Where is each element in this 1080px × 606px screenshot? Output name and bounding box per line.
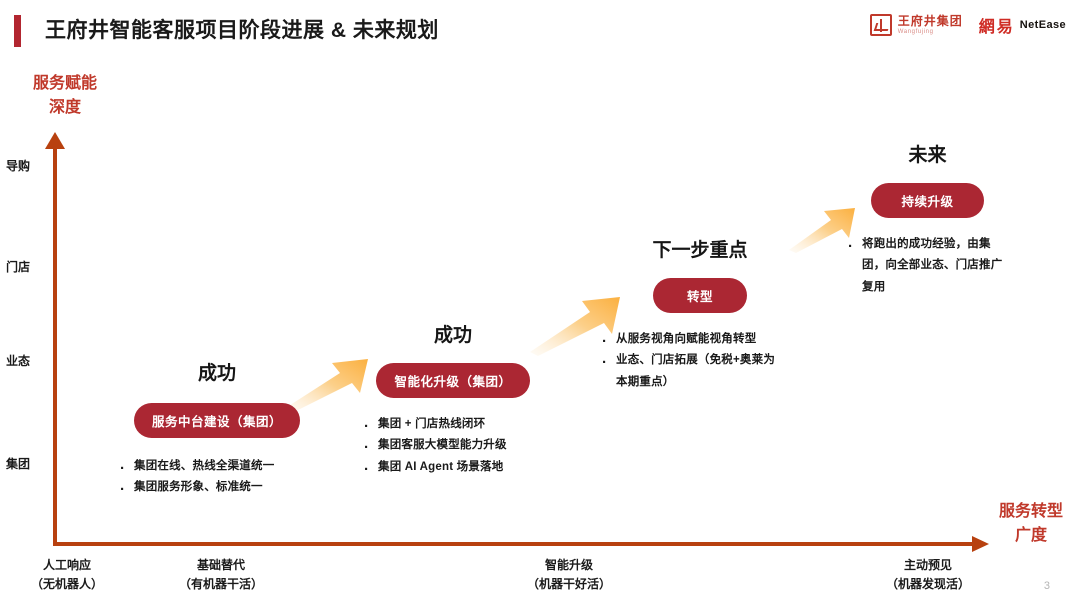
stage-3-bullet-1-cont: 本期重点） — [616, 375, 675, 388]
title-accent-bar — [14, 15, 21, 47]
netease-logo-en: NetEase — [1019, 19, 1066, 31]
arrow-stage1-to-stage2 — [282, 355, 374, 413]
y-tick-jituan: 集团 — [6, 457, 31, 471]
stage-2-bullet-1: 集团客服大模型能力升级 — [362, 434, 548, 462]
stage-1-bullets: 集团在线、热线全渠道统一 集团服务形象、标准统一 — [118, 455, 322, 504]
netease-logo: 網易 NetEase — [979, 13, 1066, 37]
page-title: 王府井智能客服项目阶段进展 & 未来规划 — [45, 19, 439, 42]
x-tick-rengongxiangying: 人工响应 （无机器人） — [0, 556, 152, 593]
stage-2-pill[interactable]: 智能化升级（集团） — [376, 363, 530, 398]
wangfujing-logo-text: 王府井集团 Wangfujing — [898, 15, 963, 35]
x-axis-line — [53, 542, 981, 546]
stage-1: 成功 服务中台建设（集团） 集团在线、热线全渠道统一 集团服务形象、标准统一 — [112, 358, 322, 504]
stage-3-heading: 下一步重点 — [652, 240, 748, 261]
netease-logo-cn: 網易 — [978, 19, 1015, 36]
stage-1-bullet-1: 集团服务形象、标准统一 — [118, 476, 322, 504]
wangfujing-logo: 王府井集团 Wangfujing — [869, 14, 963, 36]
stage-4: 未来 持续升级 将跑出的成功经验，由集 团，向全部业态、门店推广 复用 — [840, 140, 1015, 298]
x-tick-0-line1: 人工响应 — [42, 558, 91, 572]
y-tick-mendian: 门店 — [6, 260, 31, 274]
stage-4-pill-wrap: 持续升级 — [840, 183, 1015, 218]
stage-2-pill-wrap: 智能化升级（集团） — [358, 363, 548, 398]
stage-2-bullet-0: 集团 + 门店热线闭环 — [362, 413, 548, 441]
arrow-stage2-to-stage3 — [528, 292, 628, 356]
stage-2-bullet-2: 集团 AI Agent 场景落地 — [362, 456, 548, 484]
stage-3-pill[interactable]: 转型 — [652, 278, 747, 313]
stage-3-pill-wrap: 转型 — [600, 278, 800, 313]
stage-2-bullets: 集团 + 门店热线闭环 集团客服大模型能力升级 集团 AI Agent 场景落地 — [362, 413, 548, 484]
page-number: 3 — [1043, 580, 1050, 592]
stage-4-bullet-0-cont2: 复用 — [862, 280, 886, 293]
x-axis-title-line1: 服务转型 — [998, 503, 1063, 520]
stage-1-pill-wrap: 服务中台建设（集团） — [112, 403, 322, 438]
stage-3: 下一步重点 转型 从服务视角向赋能视角转型 业态、门店拓展（免税+奥莱为 本期重… — [600, 235, 800, 393]
stage-1-heading: 成功 — [197, 363, 236, 384]
x-axis-title-line2: 广度 — [1014, 527, 1047, 544]
wangfujing-logo-cn: 王府井集团 — [897, 14, 963, 28]
stage-1-bullet-0: 集团在线、热线全渠道统一 — [118, 455, 322, 483]
stage-4-bullet-0-cont1: 团，向全部业态、门店推广 — [862, 259, 1003, 272]
y-tick-daogou: 导购 — [6, 159, 31, 173]
x-tick-zhinengshengji: 智能升级 （机器干好活） — [484, 556, 654, 593]
y-tick-yetai: 业态 — [6, 354, 31, 368]
stage-2-heading: 成功 — [433, 325, 472, 346]
y-axis-title-line1: 服务赋能 — [32, 75, 97, 92]
x-tick-2-line2: （机器干好活） — [526, 576, 611, 591]
x-tick-1-line1: 基础替代 — [196, 558, 245, 572]
stage-4-bullet-0: 将跑出的成功经验，由集 — [846, 233, 1016, 261]
stage-3-bullet-0: 从服务视角向赋能视角转型 — [600, 328, 810, 356]
x-tick-3-line1: 主动预见 — [903, 558, 952, 572]
arrow-stage3-to-stage4 — [787, 205, 859, 253]
x-tick-2-line1: 智能升级 — [544, 558, 593, 572]
x-axis-arrowhead-icon — [972, 536, 989, 552]
stage-3-bullets: 从服务视角向赋能视角转型 业态、门店拓展（免税+奥莱为 本期重点） — [600, 328, 810, 393]
stage-4-bullets: 将跑出的成功经验，由集 团，向全部业态、门店推广 复用 — [846, 233, 1016, 298]
x-axis-title: 服务转型 广度 — [985, 500, 1077, 548]
x-tick-0-line2: （无机器人） — [30, 576, 103, 591]
y-axis-arrowhead-icon — [45, 132, 65, 149]
x-tick-1-line2: （有机器干活） — [178, 576, 263, 591]
y-axis-title: 服务赋能 深度 — [10, 72, 120, 120]
stage-3-bullet-1: 业态、门店拓展（免税+奥莱为 — [600, 349, 810, 377]
logo-zone: 王府井集团 Wangfujing 網易 NetEase — [869, 13, 1066, 37]
x-tick-zhudongyujian: 主动预见 （机器发现活） — [843, 556, 1013, 593]
stage-2: 成功 智能化升级（集团） 集团 + 门店热线闭环 集团客服大模型能力升级 集团 … — [358, 320, 548, 484]
y-axis-title-line2: 深度 — [48, 99, 81, 116]
stage-4-pill[interactable]: 持续升级 — [871, 183, 984, 218]
wangfujing-mark-icon — [869, 14, 892, 36]
x-tick-3-line2: （机器发现活） — [885, 576, 970, 591]
y-axis-line — [53, 146, 57, 546]
x-tick-jichutidai: 基础替代 （有机器干活） — [136, 556, 306, 593]
stage-1-pill[interactable]: 服务中台建设（集团） — [133, 403, 300, 438]
stage-4-heading: 未来 — [908, 145, 947, 166]
wangfujing-logo-en: Wangfujing — [897, 29, 934, 35]
